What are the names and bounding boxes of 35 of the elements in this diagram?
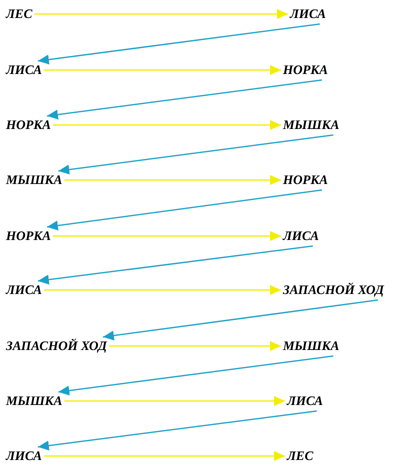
arrow	[38, 245, 313, 285]
arrow	[44, 285, 281, 295]
word-label: НОРКА	[283, 172, 328, 188]
word-label: ЛИСА	[6, 282, 42, 298]
arrow	[44, 65, 281, 75]
word-label: МЫШКА	[6, 172, 62, 188]
arrow	[58, 134, 334, 175]
word-label: ЛИСА	[283, 228, 319, 244]
arrow	[52, 120, 281, 130]
word-label: ЗАПАСНОЙ ХОД	[6, 338, 107, 354]
arrow	[46, 189, 322, 230]
word-label: ЛИСА	[287, 393, 323, 409]
arrow	[58, 355, 334, 396]
word-label: ЛИСА	[6, 62, 42, 78]
arrow	[44, 451, 285, 461]
arrow	[64, 175, 281, 185]
arrow	[38, 23, 320, 65]
word-label: НОРКА	[6, 228, 51, 244]
word-label: МЫШКА	[283, 338, 340, 354]
word-label: ЛЕС	[6, 6, 32, 22]
arrow	[64, 396, 285, 406]
word-label: МЫШКА	[6, 393, 62, 409]
arrow	[46, 79, 322, 120]
word-label: МЫШКА	[283, 117, 340, 133]
word-label: НОРКА	[283, 62, 328, 78]
arrow	[34, 9, 288, 19]
word-label: ЛИСА	[290, 6, 326, 22]
word-label: ЛИСА	[6, 448, 42, 464]
arrow	[102, 299, 378, 340]
word-label: НОРКА	[6, 117, 51, 133]
arrow	[108, 341, 281, 351]
arrow	[52, 231, 281, 241]
word-label: ЗАПАСНОЙ ХОД	[283, 282, 384, 298]
arrow	[38, 410, 317, 451]
word-label: ЛЕС	[287, 448, 314, 464]
